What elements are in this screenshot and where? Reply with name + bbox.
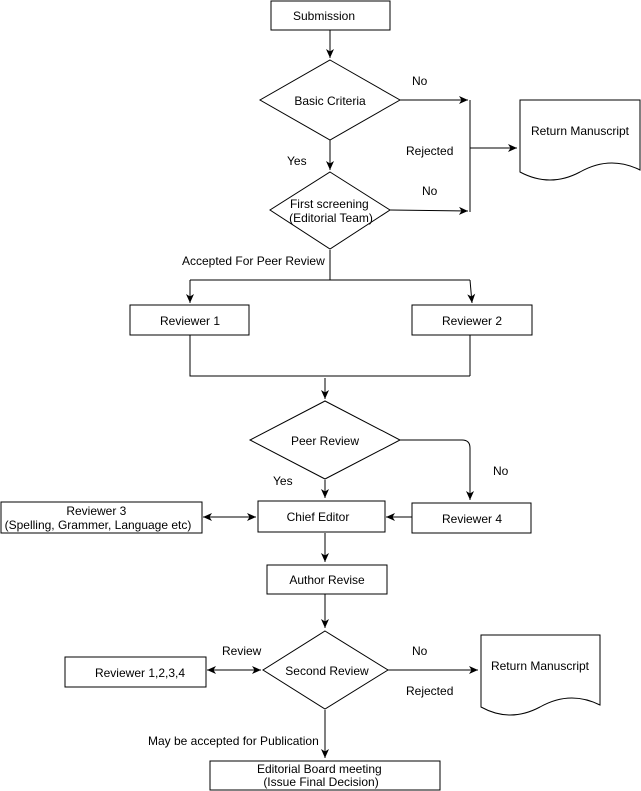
node-return-manuscript-1: Return Manuscript (519, 99, 641, 181)
label-no-peer-review: No (493, 464, 509, 478)
node-first-screening-line-2: (Editorial Team) (289, 211, 373, 225)
node-peer-review: Peer Review (248, 400, 402, 480)
node-chief-editor-label: Chief Editor (287, 510, 350, 524)
label-no-first-screening: No (422, 184, 438, 198)
label-review: Review (222, 644, 262, 658)
label-accepted-peer-review: Accepted For Peer Review (182, 254, 325, 268)
node-submission: Submission (270, 0, 391, 31)
node-reviewer-4-label: Reviewer 4 (442, 512, 502, 526)
node-return-manuscript-2: Return Manuscript (480, 634, 601, 716)
node-editorial-board-line-2: (Issue Final Decision) (263, 775, 378, 789)
edge-labels: No Rejected Yes No Accepted For Peer Rev… (148, 74, 509, 748)
node-reviewer-3-line-1: Reviewer 3 (66, 504, 126, 518)
node-first-screening-line-1: First screening (290, 197, 369, 211)
node-editorial-board-label: Editorial Board meeting (Issue Final Dec… (257, 762, 385, 789)
node-editorial-board-line-1: Editorial Board meeting (257, 762, 382, 776)
node-author-revise: Author Revise (266, 564, 388, 595)
node-author-revise-label: Author Revise (289, 573, 365, 587)
label-yes-basic-criteria: Yes (287, 154, 307, 168)
node-return-manuscript-1-label: Return Manuscript (531, 124, 630, 138)
label-no-second-review: No (412, 644, 428, 658)
node-reviewer-1-label: Reviewer 1 (160, 314, 220, 328)
node-basic-criteria-label: Basic Criteria (294, 94, 366, 108)
node-reviewer-2: Reviewer 2 (411, 304, 533, 336)
edges (186, 30, 517, 758)
node-reviewer-4: Reviewer 4 (411, 502, 532, 534)
node-first-screening-label: First screening (Editorial Team) (289, 197, 373, 225)
node-reviewer-3: Reviewer 3 (Spelling, Grammer, Language … (0, 501, 203, 534)
edge-first-screening-no (389, 206, 469, 215)
node-reviewer-2-label: Reviewer 2 (442, 314, 502, 328)
label-yes-peer-review: Yes (273, 474, 293, 488)
node-reviewer-3-line-2: (Spelling, Grammer, Language etc) (5, 518, 192, 532)
node-reviewer-1234-label: Reviewer 1,2,3,4 (95, 666, 185, 680)
node-peer-review-label: Peer Review (291, 434, 359, 448)
node-submission-label: Submission (293, 9, 355, 23)
node-reviewer-3-label: Reviewer 3 (Spelling, Grammer, Language … (5, 504, 192, 532)
node-basic-criteria: Basic Criteria (258, 59, 402, 141)
node-second-review-label: Second Review (285, 664, 369, 678)
edge-peer-review-no (400, 439, 474, 500)
edge-to-reviewer-2 (467, 279, 476, 304)
node-second-review: Second Review (262, 630, 389, 710)
label-may-be-accepted: May be accepted for Publication (148, 734, 319, 748)
node-reviewer-1: Reviewer 1 (129, 304, 250, 336)
label-rejected-2: Rejected (406, 684, 453, 698)
node-reviewer-1234: Reviewer 1,2,3,4 (64, 656, 207, 688)
node-editorial-board: Editorial Board meeting (Issue Final Dec… (209, 760, 441, 791)
label-no-basic-criteria: No (412, 74, 428, 88)
node-chief-editor: Chief Editor (257, 500, 386, 533)
node-first-screening: First screening (Editorial Team) (269, 171, 391, 250)
node-return-manuscript-2-label: Return Manuscript (491, 659, 590, 673)
edge-reviewer-1-down (189, 335, 470, 377)
label-rejected-1: Rejected (406, 144, 453, 158)
